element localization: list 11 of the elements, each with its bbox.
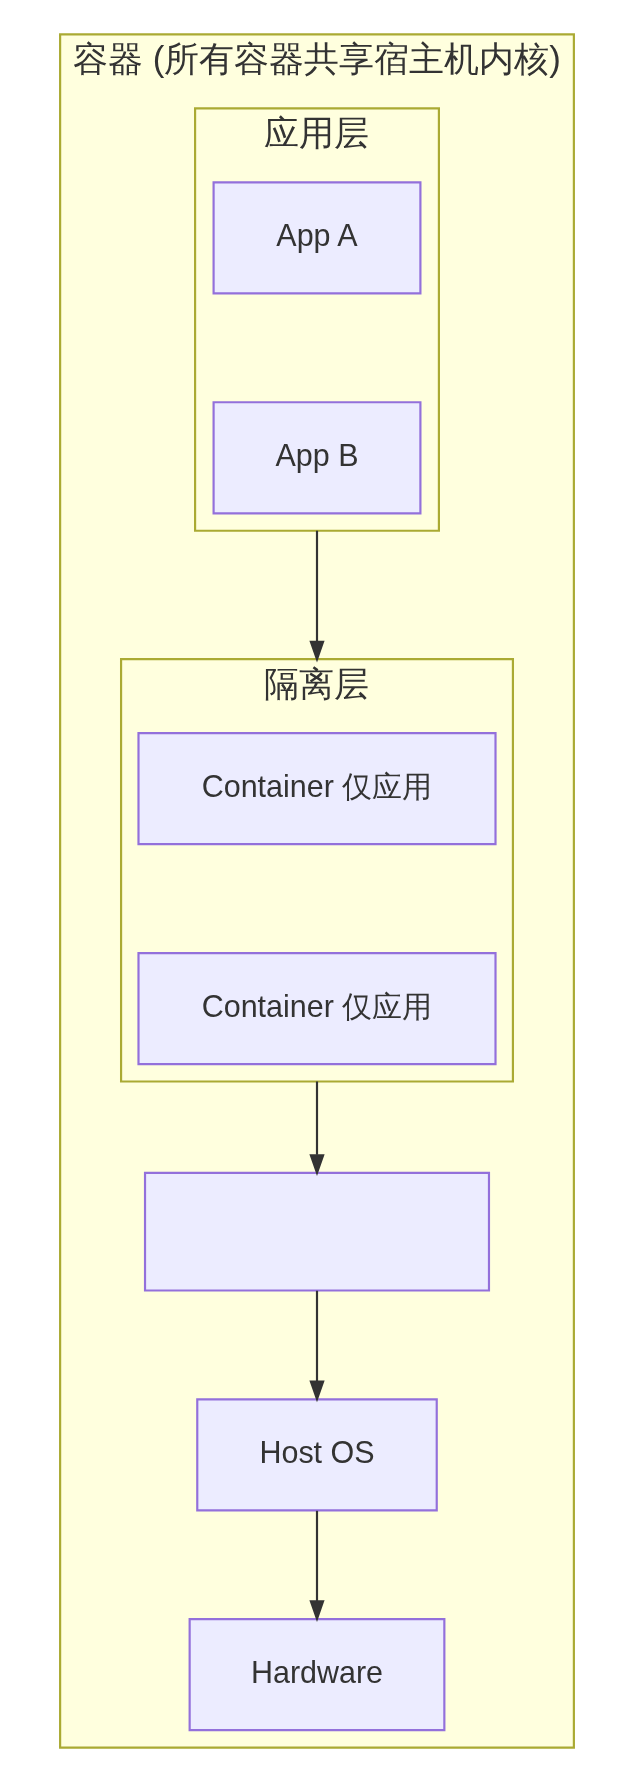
arrow	[309, 1081, 325, 1176]
node-box: Hardware	[188, 1618, 446, 1732]
arrow	[309, 530, 325, 663]
arrow	[309, 1290, 325, 1403]
node-box	[143, 1171, 491, 1292]
node-box: App B	[212, 401, 422, 515]
node-box: App A	[212, 181, 422, 295]
node-box: Container 仅应用	[137, 732, 497, 846]
arrow	[309, 1510, 325, 1622]
node-box: Container 仅应用	[137, 951, 497, 1066]
node-box: Host OS	[196, 1398, 438, 1512]
